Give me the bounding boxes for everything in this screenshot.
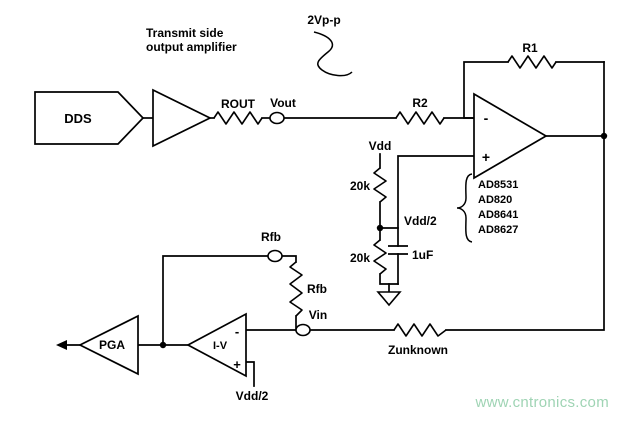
wire-divider-bottom bbox=[379, 273, 399, 285]
rout-label: ROUT bbox=[221, 97, 256, 111]
part-label-1: AD8531 bbox=[478, 179, 518, 191]
r2-label: R2 bbox=[412, 96, 428, 110]
swing-label: 2Vp-p bbox=[307, 13, 340, 27]
sine-wave-annotation bbox=[313, 31, 353, 77]
wire-rfb-to-resistor bbox=[281, 255, 297, 263]
part-label-2: AD820 bbox=[478, 194, 512, 206]
transmit-caption-line1: Transmit side bbox=[146, 26, 224, 40]
part-label-4: AD8627 bbox=[478, 224, 518, 236]
divider-resistor-upper bbox=[373, 167, 387, 203]
iv-output-junction-dot bbox=[159, 341, 167, 349]
zunknown-resistor bbox=[393, 323, 447, 337]
opamp-minus-label: - bbox=[484, 110, 489, 126]
wire-vdd-half-to-plus bbox=[397, 155, 475, 247]
iv-ref-label: Vdd/2 bbox=[236, 389, 269, 403]
cap-label: 1uF bbox=[412, 248, 433, 262]
vin-label: Vin bbox=[309, 308, 327, 322]
divider-node-dot bbox=[376, 224, 384, 232]
divider-resistor-lower bbox=[373, 239, 387, 275]
r2-resistor bbox=[395, 111, 445, 125]
labels: Transmit side output amplifier DDS ROUT … bbox=[64, 13, 538, 403]
vdd-half-node-label: Vdd/2 bbox=[404, 214, 437, 228]
r1-label: R1 bbox=[522, 41, 538, 55]
dds-label: DDS bbox=[64, 111, 92, 126]
vout-label: Vout bbox=[270, 96, 296, 110]
pga-label: PGA bbox=[99, 338, 125, 352]
pga-output-arrow-icon bbox=[56, 340, 67, 350]
rout-resistor bbox=[213, 111, 263, 125]
iv-minus-label: - bbox=[235, 324, 239, 339]
ground-symbol bbox=[376, 291, 402, 307]
wire-right-rail bbox=[445, 61, 605, 331]
buffer-amp bbox=[152, 88, 212, 148]
wire-rfb-feedback bbox=[162, 255, 269, 346]
decoupling-capacitor bbox=[388, 245, 408, 255]
opamp-plus-label: + bbox=[482, 149, 490, 165]
parts-brace bbox=[456, 173, 473, 243]
rfb-resistor bbox=[289, 261, 303, 317]
divider-upper-label: 20k bbox=[350, 179, 370, 193]
vout-terminal bbox=[269, 111, 285, 125]
transmit-caption-line2: output amplifier bbox=[146, 40, 237, 54]
r1-resistor bbox=[507, 55, 557, 69]
zunknown-label: Zunknown bbox=[388, 343, 448, 357]
iv-opamp bbox=[186, 312, 247, 378]
rfb-link-label: Rfb bbox=[261, 230, 281, 244]
iv-label: I-V bbox=[213, 340, 228, 352]
output-junction-dot bbox=[600, 132, 608, 140]
watermark: www.cntronics.com bbox=[475, 394, 609, 411]
part-label-3: AD8641 bbox=[478, 209, 518, 221]
vdd-label: Vdd bbox=[369, 139, 392, 153]
vin-terminal bbox=[295, 323, 311, 337]
resistors bbox=[213, 55, 557, 337]
rfb-resistor-label: Rfb bbox=[307, 282, 327, 296]
wire-feedback-top-left bbox=[463, 61, 509, 119]
pga-amp bbox=[78, 314, 139, 376]
rfb-link-terminal bbox=[267, 249, 283, 263]
wires bbox=[63, 61, 605, 387]
iv-plus-label: + bbox=[233, 357, 241, 372]
wire-iv-plus-ref bbox=[245, 361, 255, 387]
dds-block bbox=[34, 91, 145, 145]
opamp bbox=[473, 92, 548, 180]
divider-lower-label: 20k bbox=[350, 251, 370, 265]
